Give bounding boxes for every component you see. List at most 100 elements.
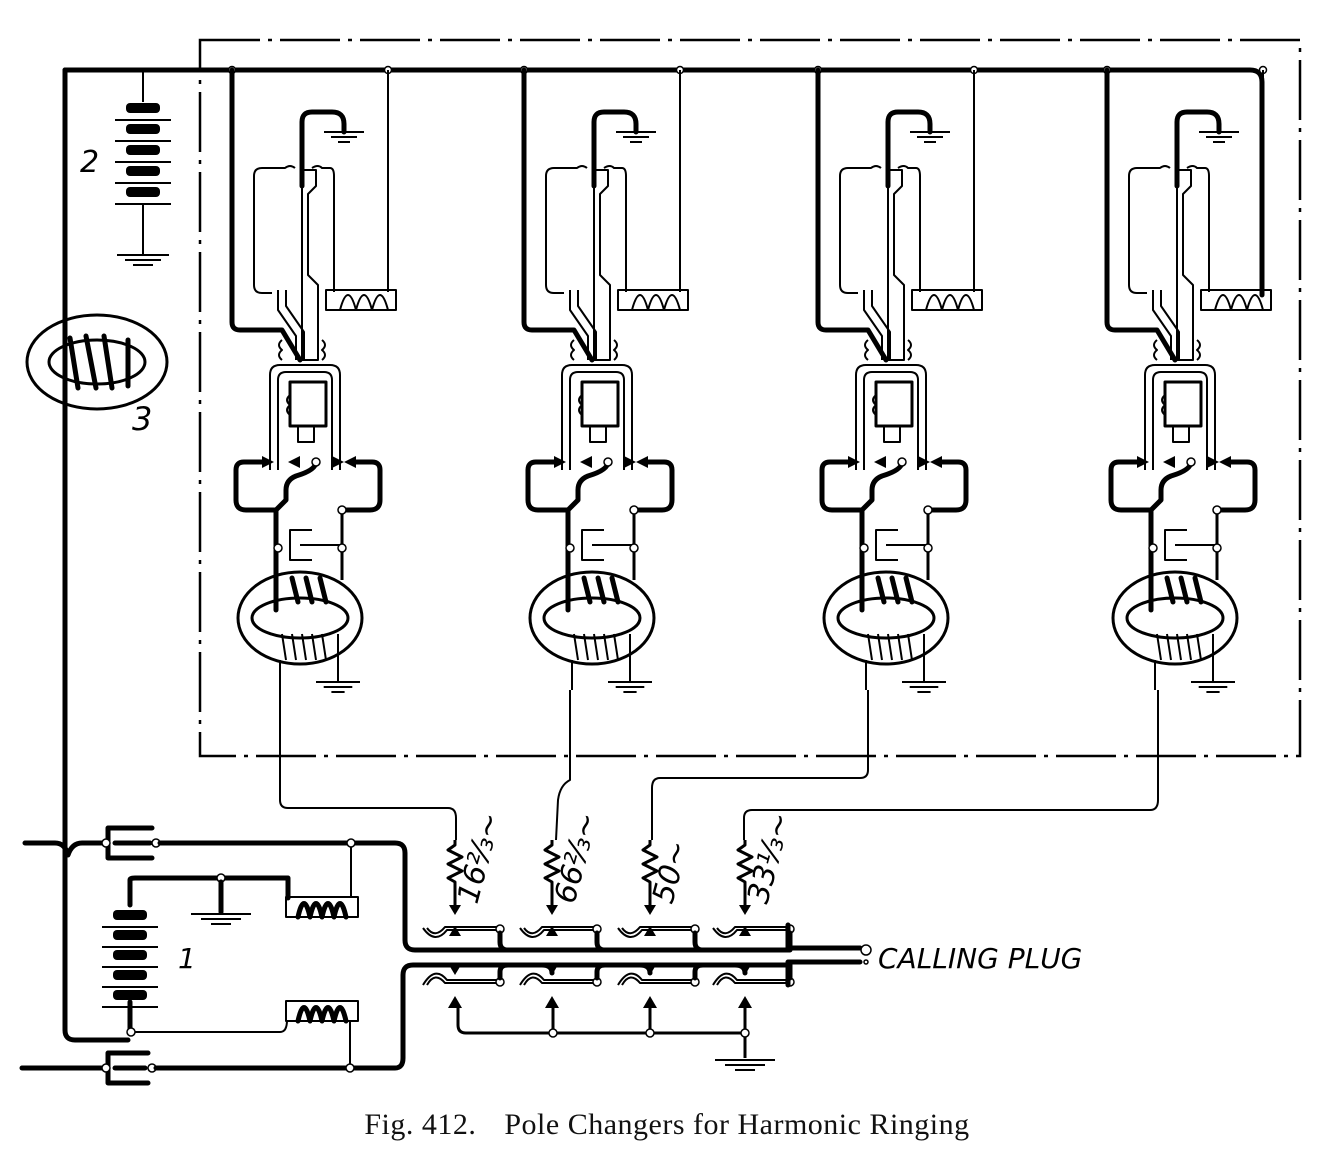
ground-lead <box>299 109 347 173</box>
weight-spring <box>578 394 583 416</box>
feed-wire <box>815 67 889 363</box>
fork-frame-inner <box>863 371 919 470</box>
arrow-head <box>1219 456 1231 468</box>
spring <box>1196 339 1201 361</box>
ground-icon <box>902 681 946 693</box>
retard-coil-3: 3 <box>25 313 169 438</box>
ground-bus <box>456 1005 775 1071</box>
spring <box>570 339 575 361</box>
pole-changer-4 <box>1102 65 1272 693</box>
battery-1-cell-plate <box>113 910 147 920</box>
condenser <box>875 529 926 561</box>
battery-1-label: 1 <box>178 942 196 975</box>
junction-node <box>629 505 639 515</box>
transformer-core-inner <box>1125 596 1225 640</box>
reed-weight-stem <box>589 425 607 443</box>
junction-node <box>337 543 347 553</box>
shunt-loop <box>311 165 335 292</box>
contact-wire-left <box>233 459 319 513</box>
ground-icon <box>608 681 652 693</box>
feed-wire <box>1104 67 1178 363</box>
reed <box>1176 169 1194 361</box>
figure-title: Pole Changers for Harmonic Ringing <box>504 1108 970 1141</box>
secondary-winding <box>573 633 619 661</box>
drive-coil-winding <box>631 294 681 311</box>
feed-wire <box>521 67 595 363</box>
arrow-head <box>644 905 656 915</box>
ground-icon <box>715 1059 775 1071</box>
arrow-head <box>874 456 886 468</box>
junction-node <box>1212 505 1222 515</box>
upper-spring <box>426 926 497 935</box>
arrow-head <box>554 456 566 468</box>
primary-winding <box>289 575 329 605</box>
transformer-core <box>1111 570 1239 666</box>
fork-frame <box>1144 364 1216 470</box>
arrow-head <box>636 456 648 468</box>
fork-frame <box>269 364 341 470</box>
shunt-loop <box>1186 165 1210 292</box>
pole-changer-1 <box>227 65 397 693</box>
upper-spring <box>621 926 692 935</box>
arrow-head <box>332 456 344 468</box>
reed <box>301 169 319 361</box>
arrow-head <box>1207 456 1219 468</box>
arrow-head <box>1137 456 1149 468</box>
ground-lead <box>1174 109 1222 173</box>
lead-wire-2 <box>555 690 571 841</box>
arrow-head <box>739 905 751 915</box>
junction-node <box>337 505 347 515</box>
ground-icon <box>616 131 656 143</box>
lead-wire-4 <box>743 690 1159 840</box>
junction-node <box>923 543 933 553</box>
arrow-head <box>448 996 462 1008</box>
fork-frame-inner <box>277 371 333 470</box>
ground-icon <box>117 254 169 266</box>
arrow-head <box>738 996 752 1008</box>
shunt-loop <box>1128 165 1171 294</box>
primary-winding <box>875 575 915 605</box>
shunt-loop <box>603 165 627 292</box>
arrow-head <box>545 996 559 1008</box>
arrow-head <box>643 996 657 1008</box>
junction-node <box>311 457 321 467</box>
lower-spring <box>519 972 594 986</box>
resistance-icon <box>446 840 464 905</box>
fork-frame-inner <box>569 371 625 470</box>
lower-spring <box>617 972 692 986</box>
feed-wire <box>229 67 303 363</box>
ground-icon <box>1199 131 1239 143</box>
spring <box>321 339 326 361</box>
ground-icon <box>910 131 950 143</box>
battery-1-cell-plate <box>113 950 147 960</box>
drive-coil <box>1200 289 1272 311</box>
shunt-loop <box>253 165 296 294</box>
weight-spring <box>286 394 291 416</box>
ground-icon <box>1191 681 1235 693</box>
transformer-core <box>528 570 656 666</box>
junction-node <box>1186 457 1196 467</box>
fork-frame-inner <box>1152 371 1208 470</box>
arrow-head <box>644 926 656 936</box>
transformer-core-inner <box>250 596 350 640</box>
contact-wire-left <box>1108 459 1194 513</box>
shunt-loop <box>545 165 588 294</box>
battery-2-cell-plate <box>126 166 160 176</box>
resistance-icon <box>641 840 659 905</box>
battery-1-cell-plate <box>113 970 147 980</box>
junction-node <box>273 543 283 553</box>
arrow-head <box>546 905 558 915</box>
arrow-head <box>624 456 636 468</box>
upper-spring <box>519 927 594 938</box>
battery-1-cell-plate <box>113 930 147 940</box>
reed <box>887 169 905 361</box>
transformer-core-inner <box>542 596 642 640</box>
reed-weight <box>580 380 620 428</box>
top-bus-wire <box>62 67 1265 298</box>
contact-arm <box>277 290 305 360</box>
calling-plug-label: CALLING PLUG <box>878 942 1082 975</box>
reed-weight <box>288 380 328 428</box>
contact-arm <box>863 290 891 360</box>
battery-2-cell-plate <box>126 103 160 113</box>
arrow-head <box>344 456 356 468</box>
